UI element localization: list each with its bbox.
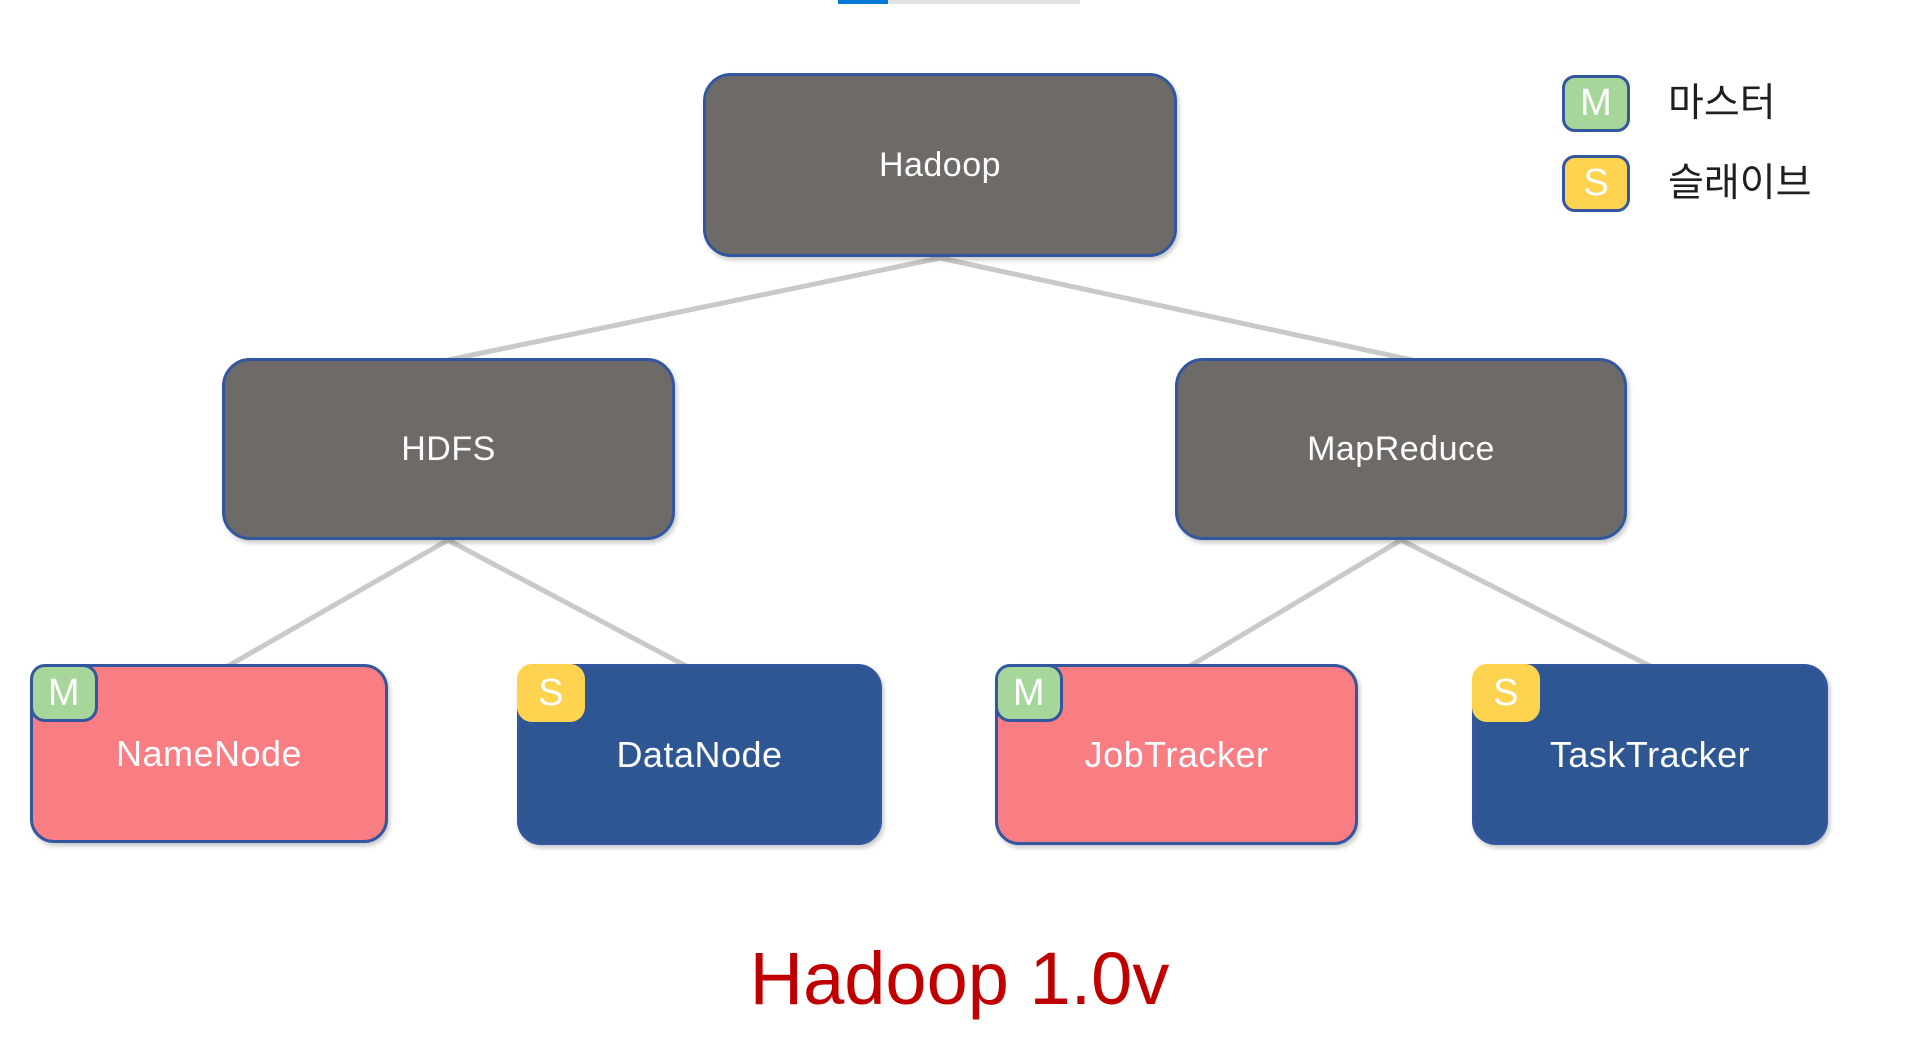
node-hadoop: Hadoop	[703, 73, 1177, 257]
master-badge: M	[30, 664, 98, 722]
legend-slave-badge-letter: S	[1583, 162, 1609, 204]
node-mapreduce-label: MapReduce	[1307, 429, 1495, 468]
master-badge-letter: M	[47, 671, 81, 714]
legend-master-badge-letter: M	[1580, 82, 1612, 124]
top-progress-bar-track	[888, 0, 1080, 4]
connector-hadoop-hdfs	[447, 255, 941, 363]
legend-slave-badge: S	[1562, 155, 1630, 212]
node-mapreduce: MapReduce	[1175, 358, 1627, 540]
slide-title: Hadoop 1.0v	[749, 937, 1170, 1020]
connector-mapreduce-jobtracker	[1188, 537, 1403, 669]
master-badge: M	[995, 664, 1063, 722]
master-badge-letter: M	[1012, 671, 1046, 714]
node-hadoop-label: Hadoop	[878, 145, 1002, 184]
slave-badge-letter: S	[538, 671, 564, 714]
slave-badge-letter: S	[1493, 671, 1519, 714]
connector-hdfs-namenode	[226, 537, 450, 669]
legend-slave-label: 슬래이브	[1668, 162, 1812, 205]
connector-hadoop-mapreduce	[939, 255, 1413, 363]
connector-hdfs-datanode	[446, 537, 688, 669]
node-datanode-label: DataNode	[616, 733, 783, 775]
top-progress-bar-filled	[838, 0, 888, 4]
legend-master-badge: M	[1562, 75, 1630, 132]
node-tasktracker: S TaskTracker	[1472, 664, 1828, 845]
slave-badge: S	[517, 664, 585, 722]
node-hdfs-label: HDFS	[401, 429, 496, 468]
node-tasktracker-label: TaskTracker	[1549, 733, 1751, 775]
node-hdfs: HDFS	[222, 358, 675, 540]
node-namenode: M NameNode	[30, 664, 388, 843]
legend-master-label: 마스터	[1668, 82, 1776, 125]
node-namenode-label: NameNode	[115, 732, 303, 774]
slave-badge: S	[1472, 664, 1540, 722]
node-jobtracker: M JobTracker	[995, 664, 1358, 845]
connector-mapreduce-tasktracker	[1399, 537, 1652, 669]
node-jobtracker-label: JobTracker	[1084, 733, 1269, 775]
node-datanode: S DataNode	[517, 664, 882, 845]
